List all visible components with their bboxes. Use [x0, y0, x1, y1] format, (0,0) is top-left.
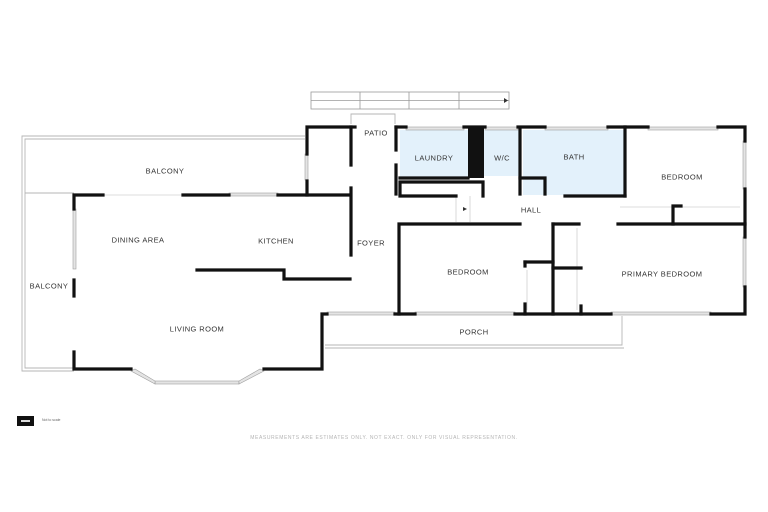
room-label-kitchen: KITCHEN — [258, 236, 294, 246]
door-openings — [103, 194, 740, 310]
room-label-primary-bedroom: PRIMARY BEDROOM — [621, 269, 703, 279]
room-label-bath: BATH — [563, 152, 585, 162]
room-label-balcony-left: BALCONY — [29, 281, 69, 291]
room-label-balcony-top: BALCONY — [145, 166, 185, 176]
room-label-living-room: LIVING ROOM — [169, 324, 225, 334]
stairs — [310, 91, 510, 110]
room-label-wc: W/C — [494, 153, 510, 163]
room-label-laundry: LAUNDRY — [414, 153, 454, 163]
room-label-bedroom-1: BEDROOM — [447, 267, 489, 277]
wet-room-fills — [400, 130, 625, 195]
room-label-bedroom-2: BEDROOM — [661, 172, 703, 182]
room-label-hall: HALL — [520, 205, 542, 215]
laundry-wc-divider — [468, 127, 484, 178]
door-arrow-icon — [463, 207, 467, 211]
scale-legend-text: Not to scale — [42, 418, 61, 422]
disclaimer-text: MEASUREMENTS ARE ESTIMATES ONLY. NOT EXA… — [250, 435, 518, 441]
room-label-foyer: FOYER — [357, 238, 385, 248]
room-label-patio: PATIO — [364, 128, 388, 138]
room-label-dining-area: DINING AREA — [111, 235, 165, 245]
balcony-railings — [21, 113, 624, 372]
room-label-porch: PORCH — [459, 327, 489, 337]
scale-legend-icon — [17, 416, 34, 426]
walls — [72, 125, 747, 371]
